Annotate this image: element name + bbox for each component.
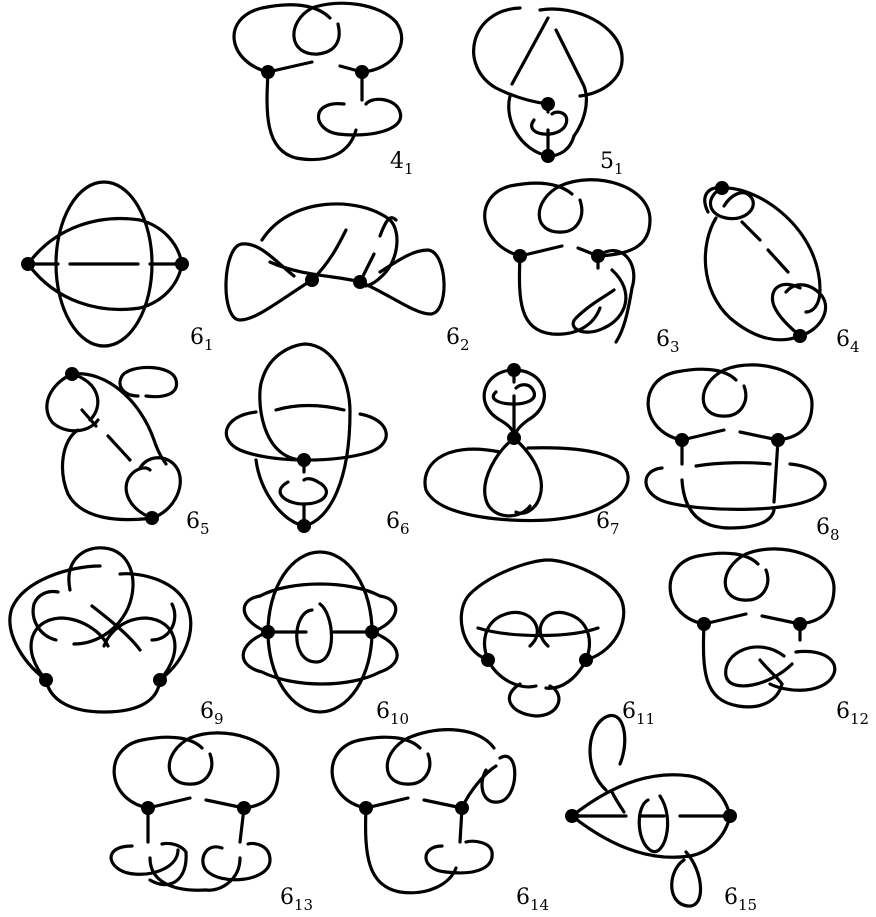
label-6-6: 66 xyxy=(386,509,410,538)
label-6-5: 65 xyxy=(186,509,210,538)
label-6-2: 62 xyxy=(446,325,470,354)
label-6-12: 612 xyxy=(836,699,869,728)
label-6-15: 615 xyxy=(724,885,757,914)
label-6-1: 61 xyxy=(190,325,214,354)
label-6-3: 63 xyxy=(656,327,680,356)
label-6-7: 67 xyxy=(596,509,620,538)
graph-6-15: 615 xyxy=(565,716,757,914)
graph-6-10: 610 xyxy=(243,552,409,728)
graph-6-1: 61 xyxy=(21,182,214,354)
graph-6-9: 69 xyxy=(10,548,224,728)
label-6-4: 64 xyxy=(836,327,860,356)
graph-6-3: 63 xyxy=(485,180,680,356)
graph-6-8: 68 xyxy=(646,365,840,544)
label-6-10: 610 xyxy=(376,699,409,728)
graph-6-11: 611 xyxy=(461,560,655,728)
graph-6-4: 64 xyxy=(705,181,860,356)
label-4-1: 41 xyxy=(390,149,414,178)
graph-4-1: 41 xyxy=(234,3,414,178)
graph-5-1: 51 xyxy=(474,8,624,178)
graph-6-5: 65 xyxy=(47,367,210,538)
graph-6-13: 613 xyxy=(111,733,313,914)
label-6-13: 613 xyxy=(280,885,313,914)
graph-6-6: 66 xyxy=(226,344,409,538)
graph-6-2: 62 xyxy=(226,204,470,354)
label-6-9: 69 xyxy=(200,699,224,728)
graph-6-12: 612 xyxy=(670,549,869,728)
label-6-8: 68 xyxy=(816,515,840,544)
label-6-14: 614 xyxy=(516,885,549,914)
label-5-1: 51 xyxy=(600,149,624,178)
graph-6-14: 614 xyxy=(332,730,549,914)
label-6-11: 611 xyxy=(622,699,655,728)
graph-6-7: 67 xyxy=(425,363,628,538)
